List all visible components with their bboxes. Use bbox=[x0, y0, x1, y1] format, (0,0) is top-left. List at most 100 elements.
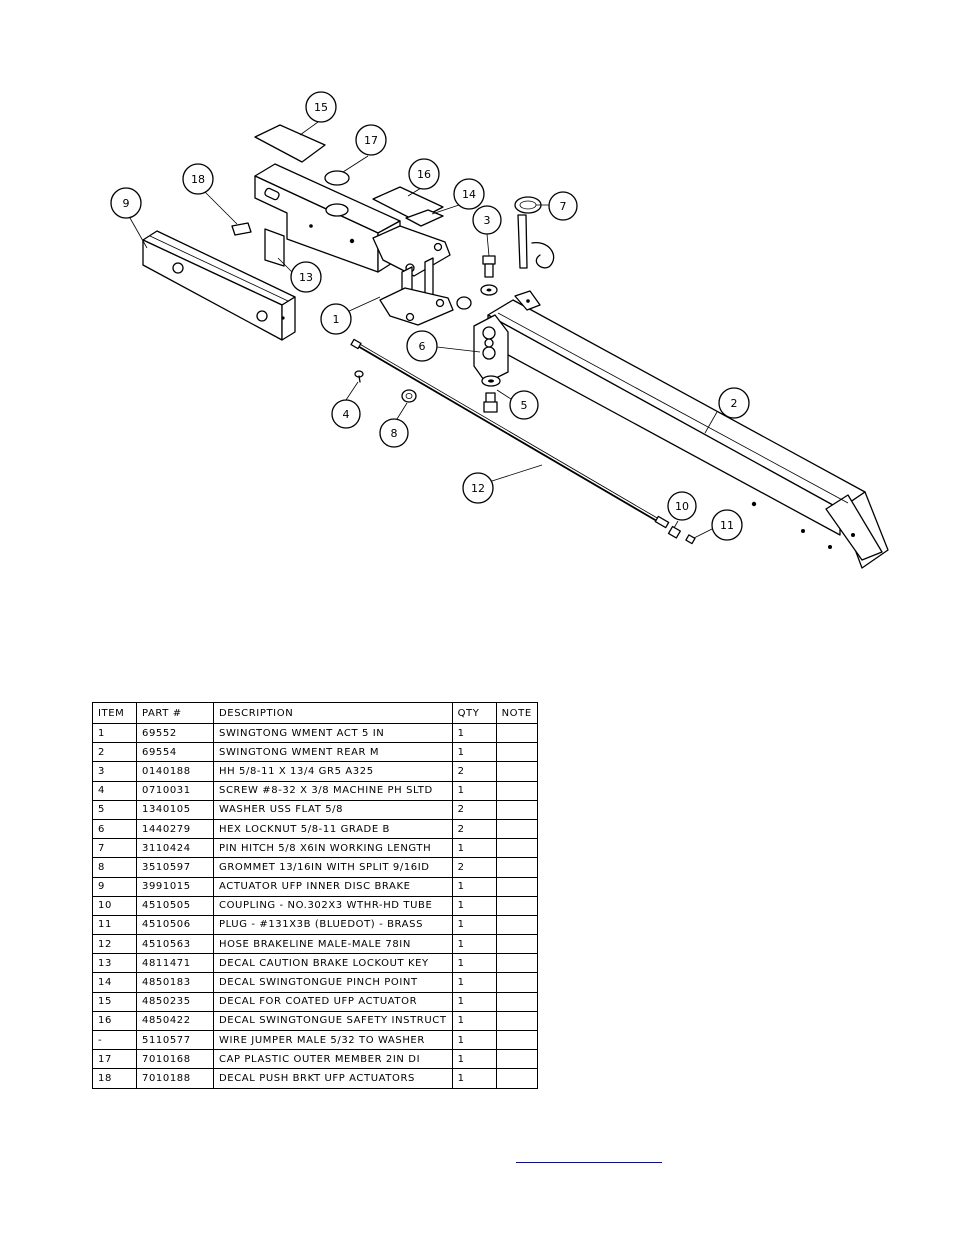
cell-qty: 1 bbox=[451, 742, 497, 763]
item-balloon-9: 9 bbox=[110, 187, 142, 219]
cell-item: 15 bbox=[92, 991, 137, 1012]
part-3-bolt bbox=[482, 255, 496, 278]
item-balloon-1: 1 bbox=[320, 303, 352, 335]
cell-note bbox=[495, 914, 538, 936]
item-balloon-6: 6 bbox=[406, 330, 438, 362]
cell-part: 4510505 bbox=[136, 895, 214, 916]
part-4-screw bbox=[354, 370, 364, 383]
cell-note bbox=[495, 780, 538, 801]
cell-item: 16 bbox=[92, 1010, 137, 1032]
cell-note bbox=[495, 857, 538, 878]
cell-part: 1340105 bbox=[136, 799, 214, 820]
cell-item: 1 bbox=[92, 722, 137, 744]
cell-note bbox=[495, 972, 538, 993]
cell-qty: 1 bbox=[451, 1029, 497, 1051]
cell-item: 13 bbox=[92, 953, 137, 974]
svg-text:3: 3 bbox=[484, 214, 491, 227]
cell-qty: 2 bbox=[451, 818, 497, 840]
cell-description: DECAL SWINGTONGUE PINCH POINT bbox=[213, 972, 453, 993]
item-balloon-12: 12 bbox=[462, 472, 494, 504]
item-balloon-13: 13 bbox=[290, 261, 322, 293]
cell-note bbox=[495, 1068, 538, 1089]
cell-item: 5 bbox=[92, 799, 137, 820]
item-balloon-8: 8 bbox=[379, 418, 409, 448]
part-9-actuator-inner bbox=[142, 230, 296, 341]
cell-qty: 1 bbox=[451, 780, 497, 801]
cell-description: HEX LOCKNUT 5/8-11 GRADE B bbox=[213, 818, 453, 840]
cell-part: 0140188 bbox=[136, 761, 214, 782]
header-part-number: PART # bbox=[136, 702, 214, 724]
svg-text:4: 4 bbox=[343, 408, 350, 421]
cell-part: 69554 bbox=[136, 742, 214, 763]
cell-qty: 1 bbox=[451, 722, 497, 744]
cell-part: 4811471 bbox=[136, 953, 214, 974]
cell-item: - bbox=[92, 1029, 137, 1051]
cell-description: GROMMET 13/16IN WITH SPLIT 9/16ID bbox=[213, 857, 453, 878]
svg-text:18: 18 bbox=[191, 173, 205, 186]
footer-link[interactable] bbox=[516, 1148, 662, 1163]
item-balloon-3: 3 bbox=[472, 205, 502, 235]
part-10-coupling bbox=[667, 525, 681, 539]
cell-part: 7010188 bbox=[136, 1068, 214, 1089]
cell-note bbox=[495, 722, 538, 744]
cell-note bbox=[495, 1049, 538, 1070]
cell-description: ACTUATOR UFP INNER DISC BRAKE bbox=[213, 876, 453, 897]
cell-note bbox=[495, 1029, 538, 1051]
part-14-decal bbox=[405, 209, 444, 227]
cell-part: 3510597 bbox=[136, 857, 214, 878]
cell-note bbox=[495, 799, 538, 820]
cell-description: WIRE JUMPER MALE 5/32 TO WASHER bbox=[213, 1029, 453, 1051]
cell-qty: 1 bbox=[451, 914, 497, 936]
svg-text:8: 8 bbox=[391, 427, 398, 440]
cell-item: 3 bbox=[92, 761, 137, 782]
svg-text:9: 9 bbox=[123, 197, 130, 210]
item-balloon-11: 11 bbox=[711, 509, 743, 541]
svg-text:11: 11 bbox=[720, 519, 734, 532]
cell-part: 69552 bbox=[136, 722, 214, 744]
cell-note bbox=[495, 761, 538, 782]
cell-note bbox=[495, 953, 538, 974]
item-balloon-16: 16 bbox=[408, 158, 440, 190]
cell-part: 5110577 bbox=[136, 1029, 214, 1051]
part-12-brake-hose bbox=[350, 338, 670, 529]
cell-description: HOSE BRAKELINE MALE-MALE 78IN bbox=[213, 934, 453, 955]
cell-item: 18 bbox=[92, 1068, 137, 1089]
cell-description: SCREW #8-32 X 3/8 MACHINE PH SLTD bbox=[213, 780, 453, 801]
cell-item: 2 bbox=[92, 742, 137, 763]
cell-part: 4850422 bbox=[136, 1010, 214, 1032]
part-2-swingtongue-rear bbox=[473, 290, 889, 569]
item-balloon-15: 15 bbox=[305, 91, 337, 123]
header-qty: QTY bbox=[451, 702, 497, 724]
svg-text:2: 2 bbox=[731, 397, 738, 410]
svg-text:1: 1 bbox=[333, 313, 340, 326]
svg-text:16: 16 bbox=[417, 168, 431, 181]
cell-qty: 1 bbox=[451, 1010, 497, 1032]
item-balloon-17: 17 bbox=[355, 124, 387, 156]
cell-qty: 1 bbox=[451, 934, 497, 955]
svg-text:15: 15 bbox=[314, 101, 328, 114]
cell-item: 6 bbox=[92, 818, 137, 840]
svg-text:13: 13 bbox=[299, 271, 313, 284]
cell-item: 10 bbox=[92, 895, 137, 916]
header-item: ITEM bbox=[92, 702, 137, 724]
exploded-assembly-diagram: 15 17 16 18 14 9 3 7 13 1 6 2 4 5 8 12 1… bbox=[110, 91, 889, 569]
cell-description: DECAL CAUTION BRAKE LOCKOUT KEY bbox=[213, 953, 453, 974]
cell-description: HH 5/8-11 X 13/4 GR5 A325 bbox=[213, 761, 453, 782]
cell-qty: 1 bbox=[451, 991, 497, 1012]
